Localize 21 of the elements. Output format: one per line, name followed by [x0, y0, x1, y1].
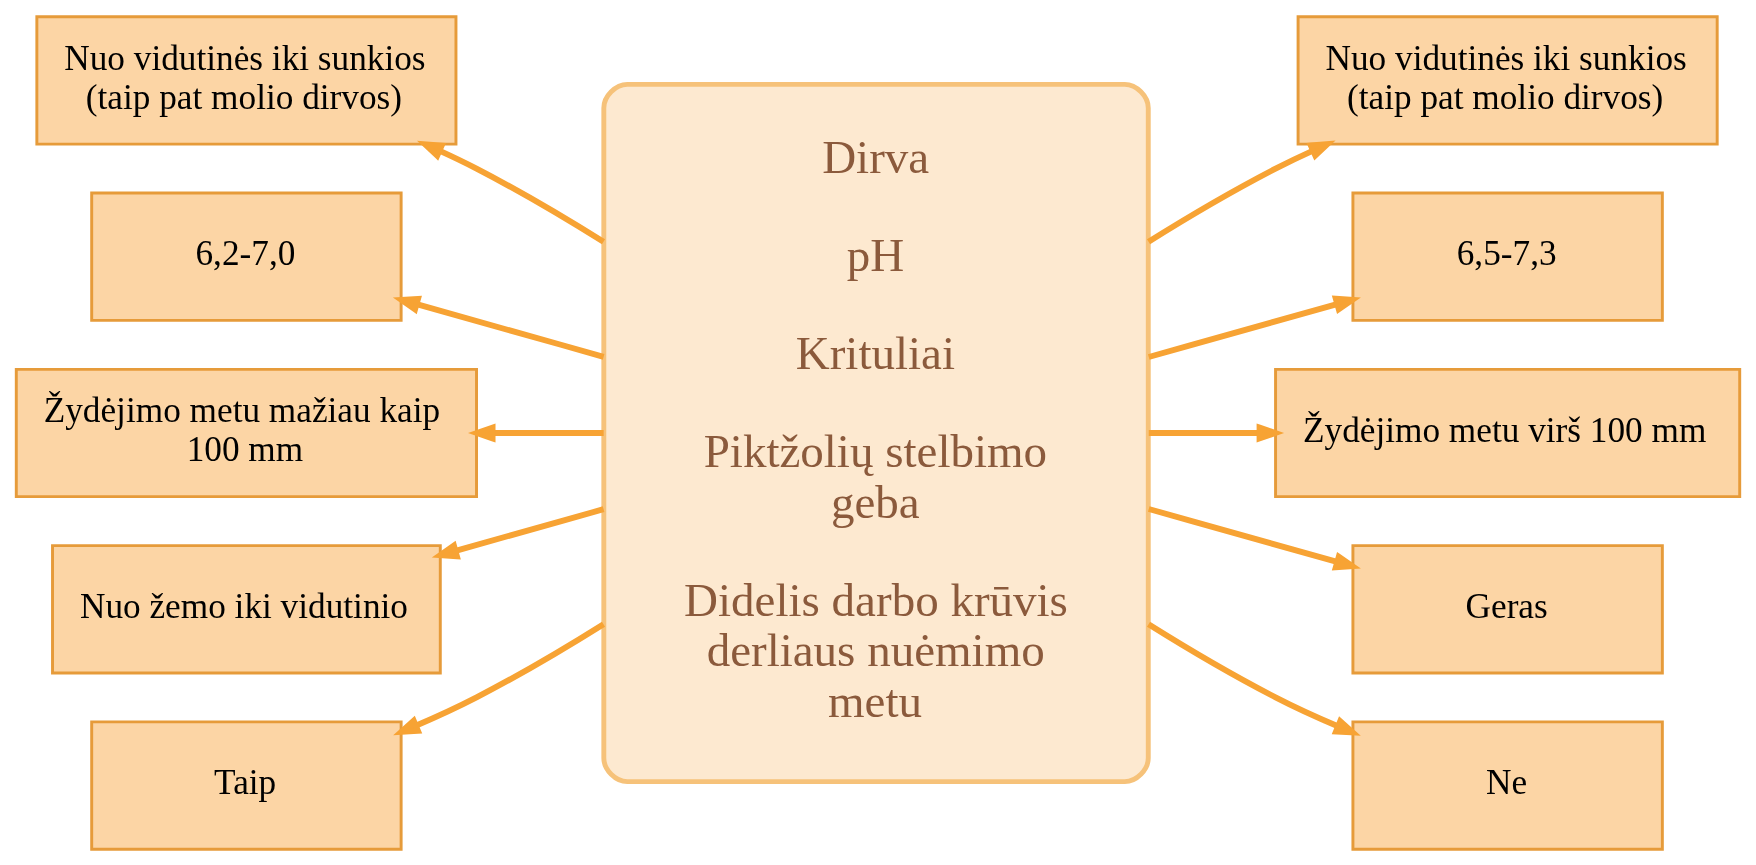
- arrow: [392, 295, 605, 360]
- node-box: Taip: [90, 719, 403, 851]
- arrow: [1147, 621, 1361, 736]
- arrow: [468, 422, 604, 443]
- arrow: [416, 140, 606, 244]
- node-box: 6,5-7,3: [1351, 191, 1664, 322]
- arrow: [1147, 295, 1361, 360]
- node-box: Dirva pH Krituliai Piktžolių stelbimo geba Didelis darbo krūvis derliaus nuėmimo metu: [601, 81, 1151, 784]
- node-box: Geras: [1351, 543, 1664, 674]
- arrow: [393, 621, 606, 735]
- arrow: [1148, 422, 1285, 443]
- node-box: Žydėjimo metu virš 100 mm: [1274, 367, 1742, 498]
- arrow: [1147, 505, 1361, 570]
- arrow: [1147, 140, 1336, 244]
- node-box: Žydėjimo metu mažiau kaip 100 mm: [14, 367, 478, 498]
- node-box: Ne: [1351, 719, 1664, 851]
- node-box: Nuo vidutinės iki sunkios (taip pat molio dirvos): [1296, 14, 1719, 146]
- node-box: Nuo žemo iki vidutinio: [51, 543, 442, 674]
- node-box: Nuo vidutinės iki sunkios (taip pat molio dirvos): [35, 14, 458, 146]
- arrow: [431, 505, 605, 559]
- node-box: 6,2-7,0: [90, 191, 403, 322]
